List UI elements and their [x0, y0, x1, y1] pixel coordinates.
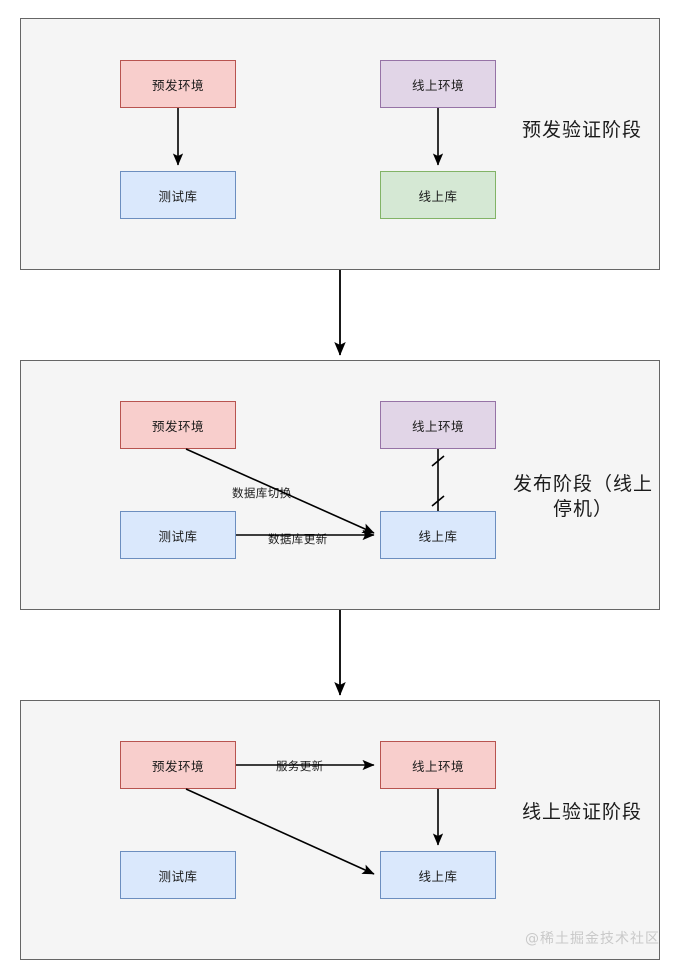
node-online-env-p1[interactable]: 线上环境 — [380, 60, 496, 108]
node-test-db-p1[interactable]: 测试库 — [120, 171, 236, 219]
edge-label-db-switch: 数据库切换 — [232, 486, 292, 500]
node-online-db-p1[interactable]: 线上库 — [380, 171, 496, 219]
phase-label-online-verify: 线上验证阶段 — [522, 801, 643, 823]
panel-online-verify — [20, 700, 660, 960]
node-online-env-p3[interactable]: 线上环境 — [380, 741, 496, 789]
node-test-db-p2[interactable]: 测试库 — [120, 511, 236, 559]
panel-pre-verify — [20, 18, 660, 270]
node-pre-env-p1[interactable]: 预发环境 — [120, 60, 236, 108]
node-pre-env-p3[interactable]: 预发环境 — [120, 741, 236, 789]
edge-label-db-update: 数据库更新 — [266, 530, 330, 548]
edge-label-service-update: 服务更新 — [276, 759, 324, 773]
node-pre-env-p2[interactable]: 预发环境 — [120, 401, 236, 449]
node-online-db-p3[interactable]: 线上库 — [380, 851, 496, 899]
node-online-env-p2[interactable]: 线上环境 — [380, 401, 496, 449]
phase-label-pre-verify: 预发验证阶段 — [522, 119, 643, 141]
node-online-db-p2[interactable]: 线上库 — [380, 511, 496, 559]
watermark: @稀土掘金技术社区 — [525, 931, 660, 947]
phase-label-release: 发布阶段（线上停机） — [512, 473, 653, 520]
node-test-db-p3[interactable]: 测试库 — [120, 851, 236, 899]
